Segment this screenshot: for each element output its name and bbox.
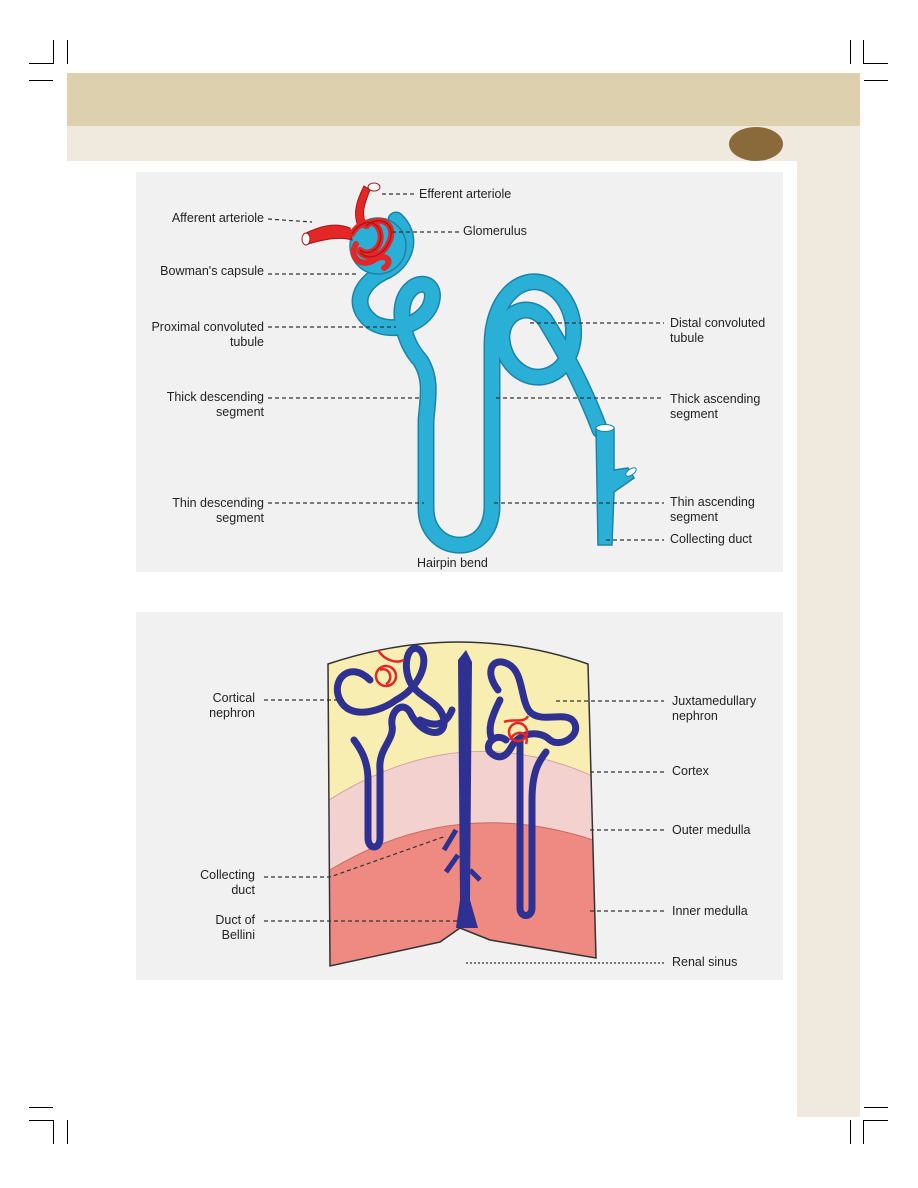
label-glomerulus: Glomerulus bbox=[463, 224, 527, 238]
label-cortex: Cortex bbox=[672, 764, 709, 778]
kidney-collecting-duct bbox=[456, 650, 478, 928]
label-efferent-arteriole: Efferent arteriole bbox=[419, 187, 512, 201]
label-hairpin-bend: Hairpin bend bbox=[417, 556, 488, 570]
kidney-leader-lines bbox=[264, 699, 664, 922]
crop-mark bbox=[850, 40, 851, 64]
label-inner-medulla: Inner medulla bbox=[672, 904, 748, 918]
label-juxtamedullary-nephron: Juxtamedullary nephron bbox=[672, 694, 757, 723]
crop-mark bbox=[29, 63, 53, 64]
cortical-nephron bbox=[333, 644, 456, 851]
label-thick-descending-segment: Thick descending segment bbox=[166, 390, 264, 419]
label-collecting-duct: Collecting duct bbox=[670, 532, 752, 546]
leader-afferent-arteriole bbox=[267, 218, 313, 223]
label-cortical-nephron: Cortical nephron bbox=[209, 691, 255, 720]
crop-mark bbox=[53, 40, 54, 64]
crop-mark bbox=[863, 40, 864, 64]
label-thick-ascending-segment: Thick ascending segment bbox=[670, 392, 761, 421]
label-outer-medulla: Outer medulla bbox=[672, 823, 751, 837]
leader-collecting-duct-kidney bbox=[264, 835, 447, 878]
glomerulus-blood-vessels bbox=[301, 182, 395, 271]
crop-mark bbox=[864, 63, 888, 64]
label-renal-sinus: Renal sinus bbox=[672, 955, 738, 969]
label-afferent-arteriole: Afferent arteriole bbox=[171, 211, 264, 225]
nephron-tubule bbox=[351, 211, 609, 554]
cortical-glomerulus bbox=[374, 649, 405, 688]
header-band bbox=[67, 73, 860, 126]
nephron-leader-lines bbox=[267, 193, 664, 541]
juxtamedullary-nephron bbox=[485, 658, 580, 919]
label-bowmans-capsule: Bowman's capsule bbox=[160, 264, 264, 278]
side-margin-band bbox=[797, 161, 860, 1117]
crop-mark bbox=[67, 40, 68, 64]
collecting-duct-tube bbox=[595, 424, 637, 546]
crop-mark bbox=[29, 1107, 53, 1108]
crop-mark bbox=[864, 80, 888, 81]
label-thin-descending-segment: Thin descending segment bbox=[172, 496, 264, 525]
collecting-duct-branches bbox=[441, 828, 482, 882]
page-number-badge bbox=[729, 127, 783, 161]
crop-mark bbox=[67, 1120, 68, 1144]
label-collecting-duct-kidney: Collecting duct bbox=[200, 868, 255, 897]
label-duct-of-bellini: Duct of Bellini bbox=[215, 913, 255, 942]
crop-mark bbox=[864, 1120, 888, 1121]
crop-mark bbox=[53, 1120, 54, 1144]
nephron-figure-background bbox=[136, 172, 783, 572]
header-sub-band bbox=[67, 126, 860, 161]
label-thin-ascending-segment: Thin ascending segment bbox=[670, 495, 755, 524]
juxtamedullary-glomerulus bbox=[503, 715, 530, 745]
label-proximal-convoluted-tubule: Proximal convoluted tubule bbox=[151, 320, 264, 349]
crop-mark bbox=[863, 1120, 864, 1144]
crop-mark bbox=[850, 1120, 851, 1144]
crop-mark bbox=[864, 1107, 888, 1108]
crop-mark bbox=[29, 1120, 53, 1121]
crop-mark bbox=[29, 80, 53, 81]
label-distal-convoluted-tubule: Distal convoluted tubule bbox=[670, 316, 766, 345]
